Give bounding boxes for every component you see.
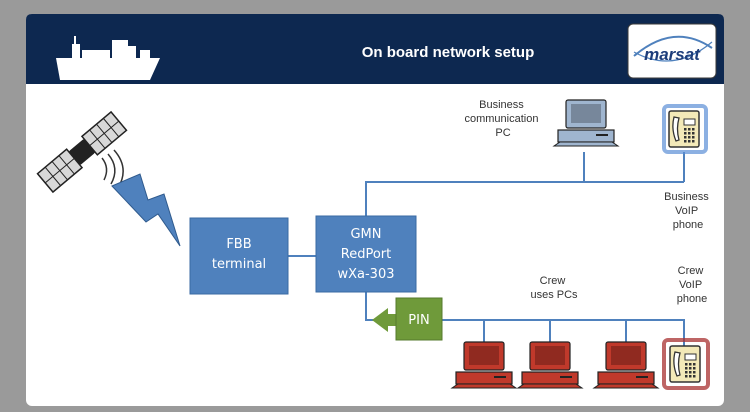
- gmn-line-3: wXa-303: [337, 267, 394, 282]
- gmn-line-1: GMN: [350, 227, 381, 242]
- crew-voip-phone: [662, 338, 710, 390]
- business-pc-label-2: communication: [464, 113, 538, 125]
- business-phone-label-3: phone: [673, 219, 704, 231]
- gmn-redport-box: GMN RedPort wXa-303: [315, 215, 417, 293]
- page-title: On board network setup: [362, 44, 535, 61]
- business-pc-label-1: Business: [479, 99, 524, 111]
- marsat-logo: marsat: [627, 23, 717, 79]
- slide-panel: [26, 14, 724, 406]
- business-phone-label: Business VoIP phone: [664, 191, 712, 231]
- satellite-icon: [36, 110, 128, 194]
- ship-icon: [56, 36, 160, 80]
- crew-phone-label: Crew VoIP phone: [677, 265, 708, 305]
- gmn-line-2: RedPort: [341, 247, 391, 262]
- business-phone-label-2: VoIP: [675, 205, 698, 217]
- crew-phone-label-3: phone: [677, 293, 708, 305]
- crew-phone-label-2: VoIP: [679, 279, 702, 291]
- crew-pcs-label: Crew uses PCs: [530, 275, 578, 301]
- crew-pcs-label-1: Crew: [540, 275, 566, 287]
- fbb-line-1: FBB: [226, 237, 251, 252]
- lightning-icon: [111, 173, 181, 247]
- header-bar: On board network setup marsat: [26, 14, 724, 84]
- business-voip-phone: [662, 104, 708, 154]
- pin-label: PIN: [408, 313, 429, 328]
- business-pc-label: Business communication PC: [464, 99, 541, 139]
- pin-box: PIN: [372, 297, 443, 341]
- fbb-line-2: terminal: [212, 257, 266, 272]
- logo-text: marsat: [644, 45, 701, 64]
- business-phone-label-1: Business: [664, 191, 709, 203]
- voip-phone-icon: [669, 345, 701, 383]
- business-pc-label-3: PC: [495, 127, 510, 139]
- voip-phone-icon: [668, 110, 700, 148]
- arrow-left-icon: [372, 308, 398, 332]
- crew-phone-label-1: Crew: [678, 265, 704, 277]
- fbb-terminal-box: FBB terminal: [189, 217, 289, 295]
- crew-pcs-label-2: uses PCs: [530, 289, 578, 301]
